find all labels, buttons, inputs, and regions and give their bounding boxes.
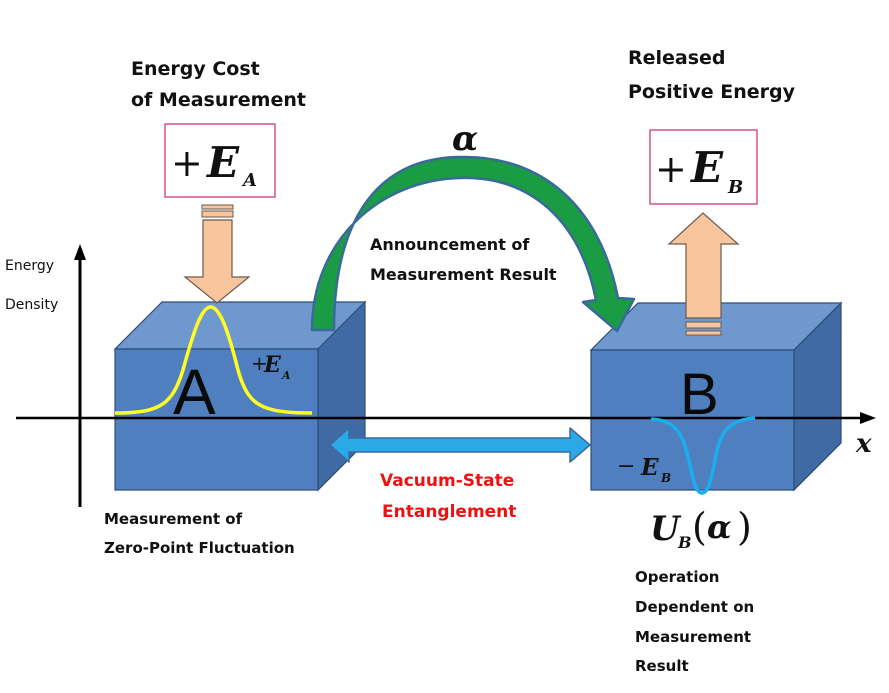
entanglement-label-line2: Entanglement	[382, 502, 516, 522]
svg-text:B: B	[677, 533, 692, 552]
operation-label-line3: Measurement	[635, 628, 751, 646]
operation-label-line2: Dependent on	[635, 598, 754, 616]
measurement-label-line1: Measurement of	[104, 510, 243, 528]
svg-text:B: B	[660, 471, 671, 485]
box-b-front-face	[590, 349, 795, 491]
svg-text:E: E	[263, 352, 282, 378]
energy-input-arrow	[183, 204, 251, 304]
operation-label-line1: Operation	[635, 568, 719, 586]
energy-bump-curve-a	[114, 305, 313, 415]
svg-text:E: E	[640, 454, 659, 481]
entanglement-double-arrow	[329, 427, 591, 463]
y-axis-label-line2: Density	[5, 297, 58, 313]
box-b-letter: B	[680, 362, 719, 427]
energy-cost-box: + E A	[164, 123, 276, 198]
svg-text:(: (	[692, 505, 707, 549]
energy-dip-curve-b	[650, 416, 756, 495]
released-energy-box: + E B	[649, 129, 758, 205]
svg-text:α: α	[707, 508, 732, 546]
measurement-label-line2: Zero-Point Fluctuation	[104, 539, 295, 557]
operation-label-line4: Result	[635, 657, 689, 675]
y-axis-arrowhead	[74, 244, 86, 260]
box-a-letter: A	[173, 356, 216, 428]
svg-text:E: E	[206, 138, 240, 187]
svg-text:A: A	[241, 170, 257, 191]
svg-text:): )	[737, 505, 752, 549]
box-a-front-face	[114, 348, 319, 491]
energy-output-arrow	[667, 212, 740, 336]
alpha-symbol: α	[452, 119, 478, 159]
minus-eb-inline-label: − E B	[617, 454, 671, 485]
plus-ea-inline-label: + E A	[251, 351, 291, 382]
svg-text:+: +	[171, 141, 203, 185]
svg-text:A: A	[281, 369, 291, 382]
svg-text:−: −	[617, 454, 635, 479]
x-axis-arrowhead	[860, 412, 876, 424]
energy-cost-label-line2: of Measurement	[131, 89, 306, 111]
announcement-label-line2: Measurement Result	[370, 265, 557, 284]
svg-text:+: +	[251, 351, 268, 375]
svg-text:U: U	[650, 509, 682, 549]
energy-cost-label-line1: Energy Cost	[131, 58, 260, 80]
y-axis-label-line1: Energy	[5, 258, 54, 274]
announcement-arc-arrow	[310, 155, 636, 333]
axes	[16, 244, 876, 507]
x-axis-label: x	[855, 429, 872, 459]
entanglement-label-line1: Vacuum-State	[380, 471, 514, 491]
released-energy-label-line1: Released	[628, 47, 726, 69]
released-energy-label-line2: Positive Energy	[628, 81, 796, 103]
svg-text:B: B	[727, 177, 743, 198]
announcement-label-line1: Announcement of	[370, 235, 530, 254]
operator-ub-alpha: U B ( α )	[650, 505, 752, 552]
svg-text:E: E	[690, 143, 724, 192]
svg-text:+: +	[655, 147, 687, 191]
